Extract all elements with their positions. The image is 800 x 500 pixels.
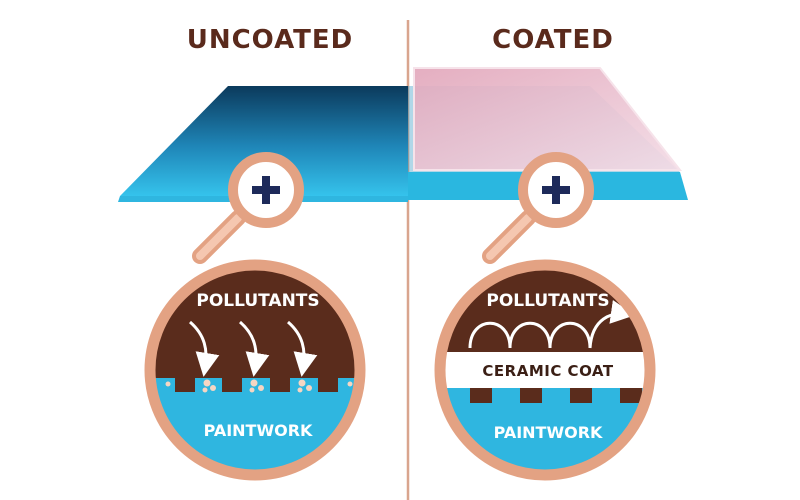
coated-heading: COATED — [492, 25, 614, 55]
magnifier-plus-icon — [192, 152, 304, 264]
magnifier-plus-icon — [482, 152, 594, 264]
coated-pollutants-label: POLLUTANTS — [486, 291, 609, 311]
coated-surface-panel — [408, 67, 688, 200]
arrow-icon — [468, 300, 635, 349]
ceramic-coat-label: CERAMIC COAT — [482, 362, 613, 380]
pollutant-particles — [165, 379, 353, 393]
uncoated-paintwork-label: PAINTWORK — [204, 421, 313, 440]
coated-paintwork-label: PAINTWORK — [494, 423, 603, 442]
uncoated-pollutants-label: POLLUTANTS — [196, 291, 319, 311]
uncoated-detail-circle: POLLUTANTS PAINTWORK — [144, 259, 366, 481]
arrow-icon — [188, 320, 318, 377]
uncoated-heading: UNCOATED — [187, 25, 354, 55]
coated-detail-circle: POLLUTANTS CERAMIC COAT PAINTWORK — [434, 259, 656, 481]
